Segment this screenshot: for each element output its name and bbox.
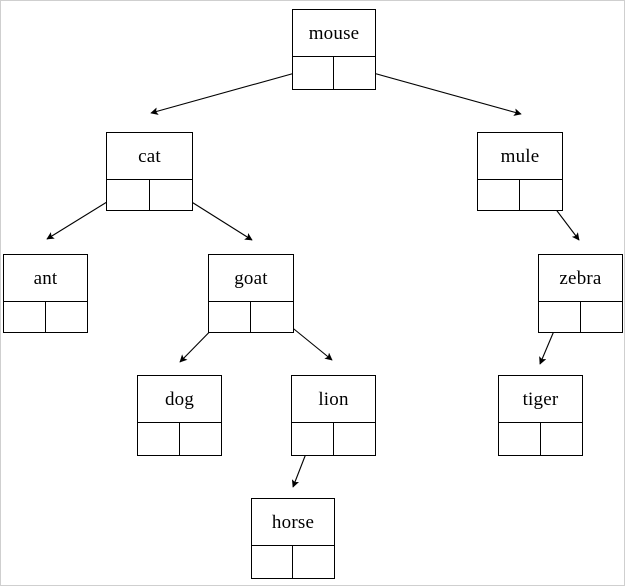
right-pointer-cell-tiger[interactable]	[541, 423, 583, 455]
tree-node-lion[interactable]: lion	[291, 375, 376, 456]
left-pointer-cell-dog[interactable]	[138, 423, 180, 455]
tree-edge-mouse-right-to-mule	[354, 67, 522, 116]
node-label-horse: horse	[252, 499, 334, 546]
left-pointer-cell-mouse[interactable]	[293, 57, 334, 89]
tree-node-zebra[interactable]: zebra	[538, 254, 623, 333]
node-pointer-cells-mouse	[293, 57, 375, 89]
node-label-mouse: mouse	[293, 10, 375, 57]
node-label-goat: goat	[209, 255, 293, 302]
left-pointer-cell-lion[interactable]	[292, 423, 334, 455]
left-pointer-cell-horse[interactable]	[252, 546, 293, 578]
node-label-dog: dog	[138, 376, 221, 423]
node-pointer-cells-lion	[292, 423, 375, 455]
right-pointer-cell-horse[interactable]	[293, 546, 334, 578]
node-label-lion: lion	[292, 376, 375, 423]
node-pointer-cells-goat	[209, 302, 293, 332]
left-pointer-cell-ant[interactable]	[4, 302, 46, 332]
tree-node-horse[interactable]: horse	[251, 498, 335, 579]
right-pointer-cell-lion[interactable]	[334, 423, 376, 455]
node-pointer-cells-tiger	[499, 423, 582, 455]
node-pointer-cells-zebra	[539, 302, 622, 332]
node-label-tiger: tiger	[499, 376, 582, 423]
node-pointer-cells-dog	[138, 423, 221, 455]
right-pointer-cell-dog[interactable]	[180, 423, 222, 455]
node-label-ant: ant	[4, 255, 87, 302]
right-pointer-cell-goat[interactable]	[251, 302, 293, 332]
right-pointer-cell-cat[interactable]	[150, 180, 193, 210]
tree-node-mouse[interactable]: mouse	[292, 9, 376, 90]
node-pointer-cells-ant	[4, 302, 87, 332]
tree-node-dog[interactable]: dog	[137, 375, 222, 456]
left-pointer-cell-goat[interactable]	[209, 302, 251, 332]
node-label-mule: mule	[478, 133, 562, 180]
node-pointer-cells-cat	[107, 180, 192, 210]
tree-node-ant[interactable]: ant	[3, 254, 88, 333]
right-pointer-cell-mule[interactable]	[520, 180, 562, 210]
node-pointer-cells-mule	[478, 180, 562, 210]
node-label-cat: cat	[107, 133, 192, 180]
node-pointer-cells-horse	[252, 546, 334, 578]
left-pointer-cell-zebra[interactable]	[539, 302, 581, 332]
tree-node-mule[interactable]: mule	[477, 132, 563, 211]
left-pointer-cell-cat[interactable]	[107, 180, 150, 210]
tree-node-goat[interactable]: goat	[208, 254, 294, 333]
tree-edge-mouse-left-to-cat	[150, 67, 314, 115]
left-pointer-cell-mule[interactable]	[478, 180, 520, 210]
left-pointer-cell-tiger[interactable]	[499, 423, 541, 455]
tree-node-cat[interactable]: cat	[106, 132, 193, 211]
right-pointer-cell-ant[interactable]	[46, 302, 88, 332]
right-pointer-cell-zebra[interactable]	[581, 302, 623, 332]
right-pointer-cell-mouse[interactable]	[334, 57, 375, 89]
tree-node-tiger[interactable]: tiger	[498, 375, 583, 456]
node-label-zebra: zebra	[539, 255, 622, 302]
